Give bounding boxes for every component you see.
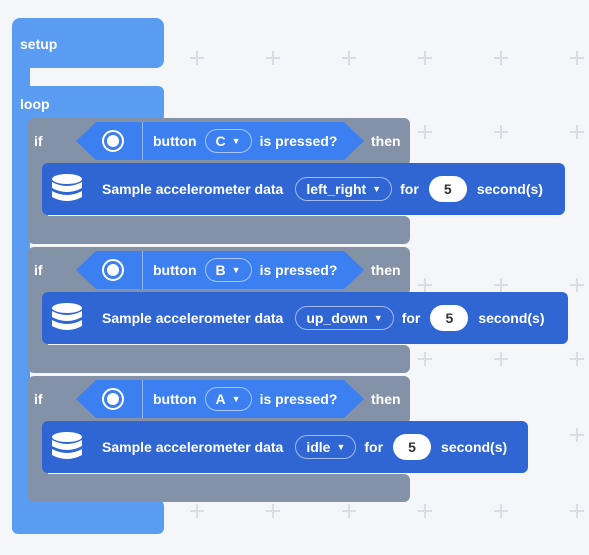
grid-plus-icon [418,504,432,518]
grid-plus-icon [418,51,432,65]
sample-data-command[interactable]: Sample accelerometer data idle ▼ for 5 se… [42,421,528,473]
then-label: then [371,133,401,149]
radio-icon [102,259,124,281]
caret-down-icon: ▼ [372,184,382,194]
data-label-value: left_right [306,181,367,197]
condition-suffix: is pressed? [259,133,338,149]
button-dropdown[interactable]: C▼ [205,129,252,153]
database-icon [50,172,84,206]
sample-data-command[interactable]: Sample accelerometer data up_down ▼ for 5… [42,292,568,344]
grid-plus-icon [418,278,432,292]
grid-plus-icon [342,504,356,518]
duration-input[interactable]: 5 [430,305,469,331]
grid-plus-icon [494,125,508,139]
button-dropdown[interactable]: B▼ [205,258,252,282]
grid-plus-icon [570,504,584,518]
if-footer [28,216,410,244]
database-icon [50,301,84,335]
duration-input[interactable]: 5 [393,434,432,460]
then-label: then [371,262,401,278]
caret-down-icon: ▼ [231,265,241,275]
caret-down-icon: ▼ [231,136,241,146]
button-dropdown-value: B [215,262,226,278]
grid-plus-icon [494,278,508,292]
command-label: Sample accelerometer data [102,181,284,197]
button-pressed-condition[interactable]: button C▼ is pressed? [76,122,364,160]
condition-button-label: button [153,391,197,407]
grid-plus-icon [418,125,432,139]
data-label-value: idle [306,439,331,455]
radio-icon [102,130,124,152]
separator [142,380,143,418]
for-label: for [400,181,419,197]
for-label: for [364,439,384,455]
grid-plus-icon [494,51,508,65]
loop-arm [12,110,30,510]
grid-plus-icon [418,352,432,366]
loop-label: loop [20,96,50,112]
setup-slot [30,68,164,86]
grid-plus-icon [570,352,584,366]
unit-label: second(s) [476,181,543,197]
duration-input[interactable]: 5 [428,176,467,202]
grid-plus-icon [570,428,584,442]
setup-block[interactable] [12,18,164,68]
for-label: for [401,310,421,326]
grid-plus-icon [342,51,356,65]
condition-button-label: button [153,133,197,149]
condition-button-label: button [153,262,197,278]
sample-data-command[interactable]: Sample accelerometer data left_right ▼ fo… [42,163,565,215]
data-label-value: up_down [306,310,368,326]
unit-label: second(s) [441,439,508,455]
setup-label: setup [20,36,58,52]
button-pressed-condition[interactable]: button A▼ is pressed? [76,380,364,418]
button-pressed-condition[interactable]: button B▼ is pressed? [76,251,364,289]
grid-plus-icon [570,278,584,292]
data-label-dropdown[interactable]: up_down ▼ [295,306,394,330]
if-label: if [34,133,43,149]
caret-down-icon: ▼ [336,442,346,452]
unit-label: second(s) [478,310,545,326]
data-label-dropdown[interactable]: left_right ▼ [295,177,393,201]
data-label-dropdown[interactable]: idle ▼ [295,435,357,459]
separator [142,122,143,160]
if-footer [28,474,410,502]
loop-block[interactable] [12,86,164,122]
command-label: Sample accelerometer data [102,439,284,455]
then-label: then [371,391,401,407]
button-dropdown-value: A [215,391,226,407]
database-icon [50,430,84,464]
grid-plus-icon [266,51,280,65]
if-footer [28,345,410,373]
button-dropdown[interactable]: A▼ [205,387,252,411]
separator [142,251,143,289]
grid-plus-icon [190,51,204,65]
button-dropdown-value: C [215,133,226,149]
radio-icon [102,388,124,410]
caret-down-icon: ▼ [231,394,241,404]
condition-suffix: is pressed? [259,262,338,278]
grid-plus-icon [190,504,204,518]
caret-down-icon: ▼ [373,313,383,323]
command-label: Sample accelerometer data [102,310,284,326]
grid-plus-icon [570,51,584,65]
loop-end [12,500,164,534]
if-label: if [34,262,43,278]
grid-plus-icon [494,352,508,366]
grid-plus-icon [266,504,280,518]
if-label: if [34,391,43,407]
grid-plus-icon [494,504,508,518]
condition-suffix: is pressed? [259,391,338,407]
grid-plus-icon [570,125,584,139]
